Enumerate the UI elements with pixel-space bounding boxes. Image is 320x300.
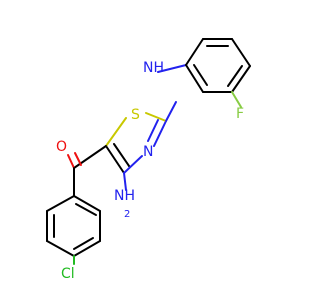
bond-c3r [73, 240, 101, 257]
molecule-structure-diagram: S N NH H NH 2 O F Cl [46, 38, 251, 282]
bond-c1 [73, 195, 101, 212]
chlorophenyl-ring [46, 195, 101, 265]
bond-c4-n3 [123, 155, 143, 174]
bond-c3r-double [73, 237, 94, 250]
amino-nh-label: NH [114, 188, 135, 204]
ring-nitrogen-label: N [143, 144, 153, 160]
bond-c4r [46, 240, 75, 257]
amine-nh-label: NH [143, 60, 164, 76]
bond-c6r [46, 195, 75, 212]
bond-c5-c4-double [113, 143, 130, 167]
bond-c5-carbonyl [73, 145, 107, 169]
thiazole-ring [105, 112, 167, 174]
bond-c4-nh2 [123, 172, 127, 191]
bond-f4 [231, 65, 251, 93]
bond-f6-double [193, 64, 208, 86]
bond-c1-double [75, 203, 97, 216]
bond-n3-c2-double [147, 119, 159, 142]
bond-f6 [185, 64, 204, 93]
bond-f4-double [227, 65, 243, 87]
bond-c-o-double [74, 152, 82, 166]
fluorophenyl-ring [185, 38, 251, 108]
bond-f3 [231, 38, 251, 67]
bond-c5-c4 [105, 145, 125, 174]
carbonyl-group [67, 145, 107, 197]
sulfur-label: S [131, 107, 140, 123]
amino-subscript-label: 2 [124, 209, 130, 220]
bond-c-o [67, 154, 75, 169]
bond-n3-c2 [153, 120, 167, 147]
bond-s1-c5 [105, 117, 127, 147]
oxygen-label: O [56, 139, 67, 155]
fluorine-label: F [236, 106, 244, 122]
bond-c2-s1 [145, 112, 167, 122]
amine-linker [157, 64, 187, 122]
amino-group [123, 172, 127, 191]
bond-c2-nh [165, 101, 177, 122]
bond-f1 [185, 38, 204, 66]
bond-c-f [231, 91, 242, 108]
chlorine-label: Cl [61, 266, 75, 282]
bond-nh-aryl [157, 64, 187, 73]
